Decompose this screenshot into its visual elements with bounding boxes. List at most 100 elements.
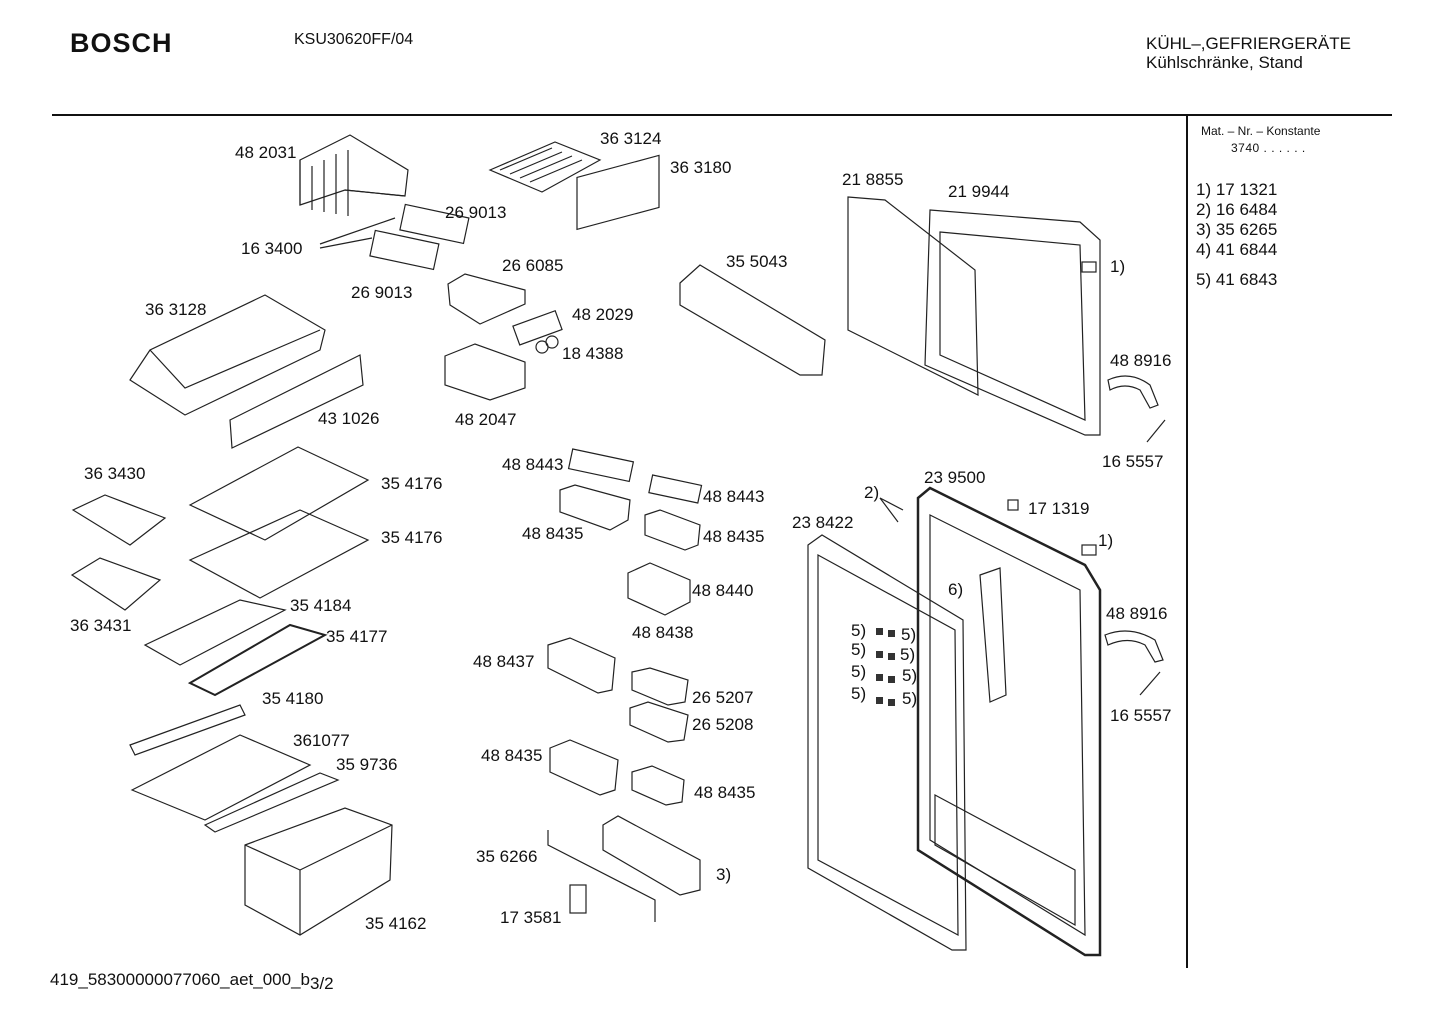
part-label: 18 4388 [562, 344, 624, 363]
part-label: 48 8443 [703, 487, 765, 506]
part-label: 23 9500 [924, 468, 986, 487]
vegetable-box-part [244, 807, 393, 936]
part-label: 36 3430 [84, 464, 146, 483]
door-rail-part [979, 567, 1007, 703]
part-label: 23 8422 [792, 513, 854, 532]
part-label: 6) [948, 580, 964, 599]
glass-shelf-part [188, 446, 370, 541]
part-label: 48 8435 [703, 527, 765, 546]
part-label: 48 2029 [572, 305, 634, 324]
part-label: 36 3431 [70, 616, 132, 635]
part-label: 26 6085 [502, 256, 564, 275]
part-label: 1) [1110, 257, 1126, 276]
part-label: 5) [851, 640, 867, 659]
fridge-door-part [916, 486, 1102, 957]
part-label: 26 5208 [692, 715, 754, 734]
part-label: 361077 [293, 731, 350, 750]
legend-item: 5) 41 6843 [1196, 270, 1278, 289]
part-label: 21 8855 [842, 170, 904, 189]
part-label: 5) [902, 689, 918, 708]
part-label: 36 3124 [600, 129, 662, 148]
part-label: 48 8435 [522, 524, 584, 543]
cover-board-part [130, 734, 312, 821]
small-drawer-part [444, 343, 526, 401]
part-label: 5) [901, 625, 917, 644]
part-label: 26 5207 [692, 688, 754, 707]
fridge-door-gasket-part [807, 534, 967, 951]
cover-plate-part [576, 154, 660, 231]
handle-part [1107, 375, 1159, 409]
sidebar-legend: 1) 17 1321 2) 16 6484 3) 35 6265 4) 41 6… [1196, 180, 1277, 290]
part-label: 36 3180 [670, 158, 732, 177]
part-label: 48 2031 [235, 143, 297, 162]
grille-part [129, 704, 246, 756]
sidebar-constant-value: 3740 . . . . . . [1231, 141, 1306, 155]
part-label: 48 8916 [1106, 604, 1168, 623]
part-label: 48 8435 [694, 783, 756, 802]
bracket-part [569, 884, 587, 914]
tray-holder-part [447, 273, 526, 325]
part-label: 48 8916 [1110, 351, 1172, 370]
part-label: 36 3128 [145, 300, 207, 319]
part-label: 5) [902, 666, 918, 685]
part-label: 35 4177 [326, 627, 388, 646]
legend-item: 2) 16 6484 [1196, 200, 1278, 219]
part-label: 35 9736 [336, 755, 398, 774]
sidebar-divider [1186, 116, 1188, 968]
door-shelf-part [547, 637, 616, 694]
handle-part [1104, 630, 1164, 663]
part-label: 43 1026 [318, 409, 380, 428]
legend-item: 4) 41 6844 [1196, 240, 1278, 259]
part-label: 5) [851, 684, 867, 703]
door-shelf-part [631, 765, 685, 806]
part-label: 35 4162 [365, 914, 427, 933]
glass-insert-part [187, 623, 328, 697]
part-label: 5) [900, 645, 916, 664]
part-label: 35 4184 [290, 596, 352, 615]
freezer-cover-part [299, 134, 409, 216]
part-label: 48 8438 [632, 623, 694, 642]
door-shelf-part [549, 739, 619, 796]
egg-tray-part [567, 448, 635, 483]
ice-tray-part [369, 203, 470, 271]
part-label: 35 4176 [381, 474, 443, 493]
part-label: 21 9944 [948, 182, 1010, 201]
part-label: 26 9013 [445, 203, 507, 222]
small-tray-part [70, 557, 162, 611]
part-label: 35 6266 [476, 847, 538, 866]
part-label: 35 4176 [381, 528, 443, 547]
door-shelf-part [644, 509, 701, 551]
door-shelf-part [631, 667, 689, 706]
category-title: KÜHL–,GEFRIERGERÄTE [1146, 34, 1351, 53]
category-subtitle: Kühlschränke, Stand [1146, 53, 1303, 72]
part-label: 17 1319 [1028, 499, 1090, 518]
part-label: 48 8443 [502, 455, 564, 474]
part-label: 48 2047 [455, 410, 517, 429]
part-label: 48 8437 [473, 652, 535, 671]
clip-set-part [876, 628, 895, 706]
part-label: 16 5557 [1110, 706, 1172, 725]
part-label: 5) [851, 662, 867, 681]
grid-shelf-part [488, 141, 602, 193]
part-label: 16 3400 [241, 239, 303, 258]
part-label: 48 8440 [692, 581, 754, 600]
exploded-parts-drawing [70, 134, 1166, 957]
legend-item: 3) 35 6265 [1196, 220, 1278, 239]
bottle-holder-part [627, 562, 691, 616]
part-label: 35 4180 [262, 689, 324, 708]
part-label: 48 8435 [481, 746, 543, 765]
header-divider [52, 114, 1392, 116]
glass-shelf-part [188, 509, 370, 599]
door-shelf-part [629, 701, 689, 743]
shelf-frame-part [143, 599, 287, 666]
door-bin-part [679, 264, 826, 376]
bottle-shelf-part [602, 815, 701, 896]
part-label: 17 3581 [500, 908, 562, 927]
front-strip-part [229, 354, 364, 449]
part-label: 16 5557 [1102, 452, 1164, 471]
part-label: 5) [851, 621, 867, 640]
small-tray-part [71, 494, 167, 546]
part-label: 2) [864, 483, 880, 502]
page-number: 3/2 [310, 974, 334, 993]
brand-logo: BOSCH [70, 28, 173, 58]
